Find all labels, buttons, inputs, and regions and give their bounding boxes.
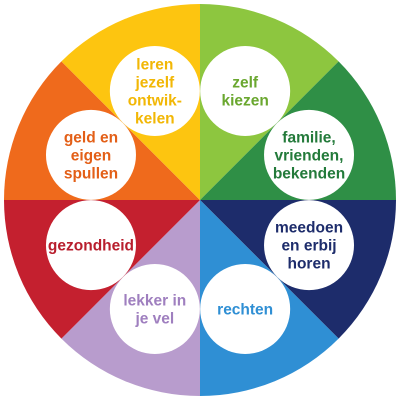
segment-gezondheid: gezondheid (45, 200, 136, 291)
label-line-meedoen-en-erbij-horen-1: en erbij (281, 238, 336, 255)
label-line-zelf-kiezen-0: zelf (232, 74, 259, 91)
label-line-leren-jezelf-ontwikkelen-1: jezelf (134, 74, 175, 91)
segment-familie-vrienden-bekenden: familie,vrienden,bekenden (264, 109, 355, 200)
label-circle-gezondheid (45, 200, 136, 291)
label-line-leren-jezelf-ontwikkelen-3: kelen (135, 110, 175, 127)
label-line-zelf-kiezen-1: kiezen (221, 92, 268, 109)
label-circle-meedoen-en-erbij-horen (264, 200, 355, 291)
label-line-familie-vrienden-bekenden-1: vrienden, (275, 147, 344, 164)
label-line-geld-en-eigen-spullen-1: eigen (71, 147, 111, 164)
label-familie-vrienden-bekenden: familie,vrienden,bekenden (273, 129, 345, 182)
label-gezondheid: gezondheid (48, 238, 134, 255)
label-line-familie-vrienden-bekenden-2: bekenden (273, 165, 345, 182)
label-line-lekker-in-je-vel-0: lekker in (123, 293, 186, 310)
label-line-meedoen-en-erbij-horen-2: horen (287, 256, 330, 273)
label-line-leren-jezelf-ontwikkelen-0: leren (136, 56, 173, 73)
label-line-rechten-0: rechten (217, 302, 273, 319)
label-line-geld-en-eigen-spullen-2: spullen (64, 165, 118, 182)
label-line-familie-vrienden-bekenden-0: familie, (282, 129, 335, 146)
label-circle-leren-jezelf-ontwikkelen (109, 45, 200, 136)
label-circle-familie-vrienden-bekenden (264, 109, 355, 200)
label-line-gezondheid-0: gezondheid (48, 238, 134, 255)
label-line-leren-jezelf-ontwikkelen-2: ontwik- (128, 92, 182, 109)
segment-rechten: rechten (200, 264, 291, 355)
label-circle-rechten (200, 264, 291, 355)
label-circle-lekker-in-je-vel (109, 264, 200, 355)
label-circle-zelf-kiezen (200, 45, 291, 136)
label-circle-geld-en-eigen-spullen (45, 109, 136, 200)
label-line-lekker-in-je-vel-1: je vel (134, 311, 174, 328)
label-line-geld-en-eigen-spullen-0: geld en (64, 129, 118, 146)
label-line-meedoen-en-erbij-horen-0: meedoen (275, 220, 343, 237)
label-rechten: rechten (217, 302, 273, 319)
